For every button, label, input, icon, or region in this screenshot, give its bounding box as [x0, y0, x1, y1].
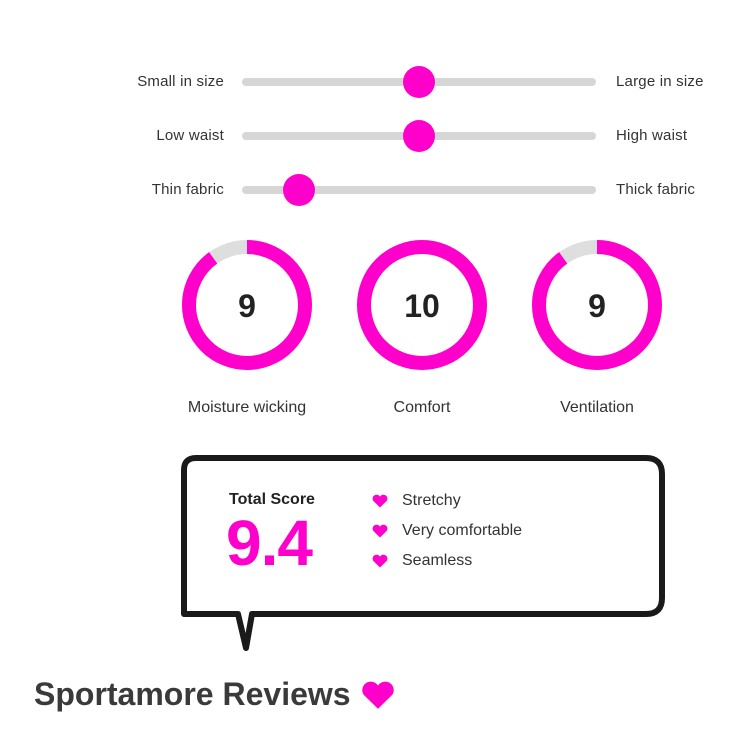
rating-label: Moisture wicking: [187, 399, 307, 416]
ring-fill: [357, 240, 487, 370]
feature-label: Seamless: [402, 552, 473, 569]
rating-label: Ventilation: [560, 399, 634, 416]
heart-icon: [372, 494, 388, 508]
heart-icon: [372, 554, 388, 568]
rating-ring-comfort: 10: [357, 240, 487, 370]
brand: Sportamore Reviews: [34, 676, 395, 713]
rating-label: Comfort: [393, 399, 451, 416]
heart-icon: [372, 524, 388, 538]
slider-thumb[interactable]: [403, 120, 435, 152]
feature-item: Very comfortable: [372, 522, 522, 540]
rating-ring-moisture: 9: [182, 240, 312, 370]
slider-left-label: Low waist: [156, 127, 224, 144]
feature-item: Stretchy: [372, 492, 461, 510]
slider-thumb[interactable]: [282, 174, 315, 206]
total-score-title: Total Score: [229, 491, 315, 508]
rating-ring-ventilation: 9: [532, 240, 662, 370]
slider-left-label: Thin fabric: [151, 181, 224, 198]
ring-fill: [182, 240, 312, 370]
feature-label: Very comfortable: [402, 522, 523, 539]
feature-label: Stretchy: [402, 492, 461, 509]
speech-bubble: [181, 455, 665, 651]
total-score-value: 9.4: [226, 507, 313, 579]
rating-value: 9: [238, 288, 256, 324]
brand-name: Sportamore Reviews: [34, 676, 351, 712]
slider-right-label: Large in size: [616, 73, 704, 90]
ring-fill: [532, 240, 662, 370]
slider-right-label: High waist: [616, 127, 688, 144]
slider-track[interactable]: [242, 186, 596, 194]
slider-thumb[interactable]: [403, 66, 435, 98]
rating-value: 10: [404, 288, 440, 324]
slider-left-label: Small in size: [137, 73, 224, 90]
feature-item: Seamless: [372, 552, 472, 570]
slider-right-label: Thick fabric: [616, 181, 696, 198]
rating-rings: 9 10 9: [182, 240, 662, 370]
rating-value: 9: [588, 288, 606, 324]
speech-bubble-outline: [181, 455, 665, 651]
heart-icon: [361, 681, 394, 709]
